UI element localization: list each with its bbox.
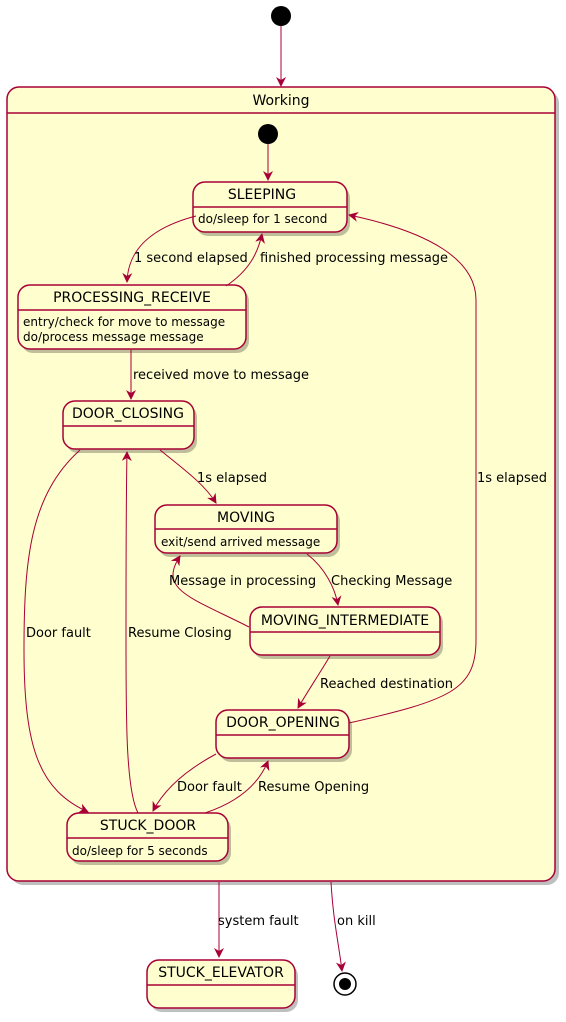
edge-label: Door fault — [177, 780, 242, 795]
state-stuck-door: STUCK_DOOR do/sleep for 5 seconds — [66, 812, 231, 865]
state-processing-receive: PROCESSING_RECEIVE entry/check for move … — [17, 284, 249, 353]
state-body-line: entry/check for move to message — [23, 315, 225, 329]
edge-intermediate-to-moving — [170, 555, 250, 628]
edge-door-closing-to-stuck-door — [23, 449, 89, 813]
edge-label: 1s elapsed — [477, 471, 547, 486]
edge-label: Resume Opening — [258, 780, 369, 795]
state-door-opening: DOOR_OPENING — [215, 709, 352, 762]
edge-door-closing-to-moving — [159, 449, 217, 504]
edge-label: received move to message — [133, 368, 309, 383]
edge-working-to-final — [330, 881, 346, 972]
state-body-line: exit/send arrived message — [161, 535, 320, 549]
state-body-line: do/sleep for 1 second — [198, 212, 327, 226]
state-stuck-elevator: STUCK_ELEVATOR — [146, 959, 298, 1012]
edge-processing-to-sleeping — [225, 233, 265, 287]
edge-label: Reached destination — [320, 677, 453, 692]
composite-title: Working — [252, 93, 309, 109]
state-sleeping: SLEEPING do/sleep for 1 second — [192, 181, 350, 236]
edge-door-opening-to-stuck-door — [152, 753, 217, 812]
edge-door-opening-to-sleeping — [348, 211, 477, 724]
inner-initial-state-node — [258, 124, 278, 144]
edge-sleeping-to-processing — [122, 215, 197, 283]
edge-label: Checking Message — [331, 574, 452, 589]
state-moving: MOVING exit/send arrived message — [154, 504, 340, 557]
edge-label: system fault — [218, 914, 299, 929]
edge-label: Door fault — [26, 626, 91, 641]
state-title: PROCESSING_RECEIVE — [53, 290, 211, 306]
edge-label: Message in processing — [169, 574, 316, 589]
state-title: STUCK_ELEVATOR — [158, 965, 284, 981]
state-title: DOOR_CLOSING — [72, 406, 184, 422]
state-title: MOVING_INTERMEDIATE — [261, 613, 429, 629]
edge-label: finished processing message — [260, 251, 448, 266]
edge-stuck-door-to-door-opening — [204, 760, 270, 814]
state-body-line: do/process message message — [23, 330, 204, 344]
edge-label: 1s elapsed — [197, 471, 267, 486]
state-title: SLEEPING — [228, 187, 296, 203]
edge-intermediate-to-door-opening — [297, 655, 331, 709]
initial-state-node — [271, 6, 291, 26]
state-door-closing: DOOR_CLOSING — [62, 400, 197, 453]
state-title: STUCK_DOOR — [100, 818, 196, 834]
edge-moving-to-intermediate — [306, 553, 342, 606]
edge-label: on kill — [337, 914, 376, 929]
edge-stuck-door-to-door-closing — [121, 451, 139, 814]
state-body-line: do/sleep for 5 seconds — [72, 844, 208, 858]
state-title: MOVING — [217, 510, 275, 526]
final-state-node — [333, 972, 357, 996]
state-moving-intermediate: MOVING_INTERMEDIATE — [249, 606, 443, 659]
edge-label: 1 second elapsed — [134, 251, 248, 266]
state-title: DOOR_OPENING — [226, 715, 340, 731]
edge-label: Resume Closing — [128, 626, 232, 641]
